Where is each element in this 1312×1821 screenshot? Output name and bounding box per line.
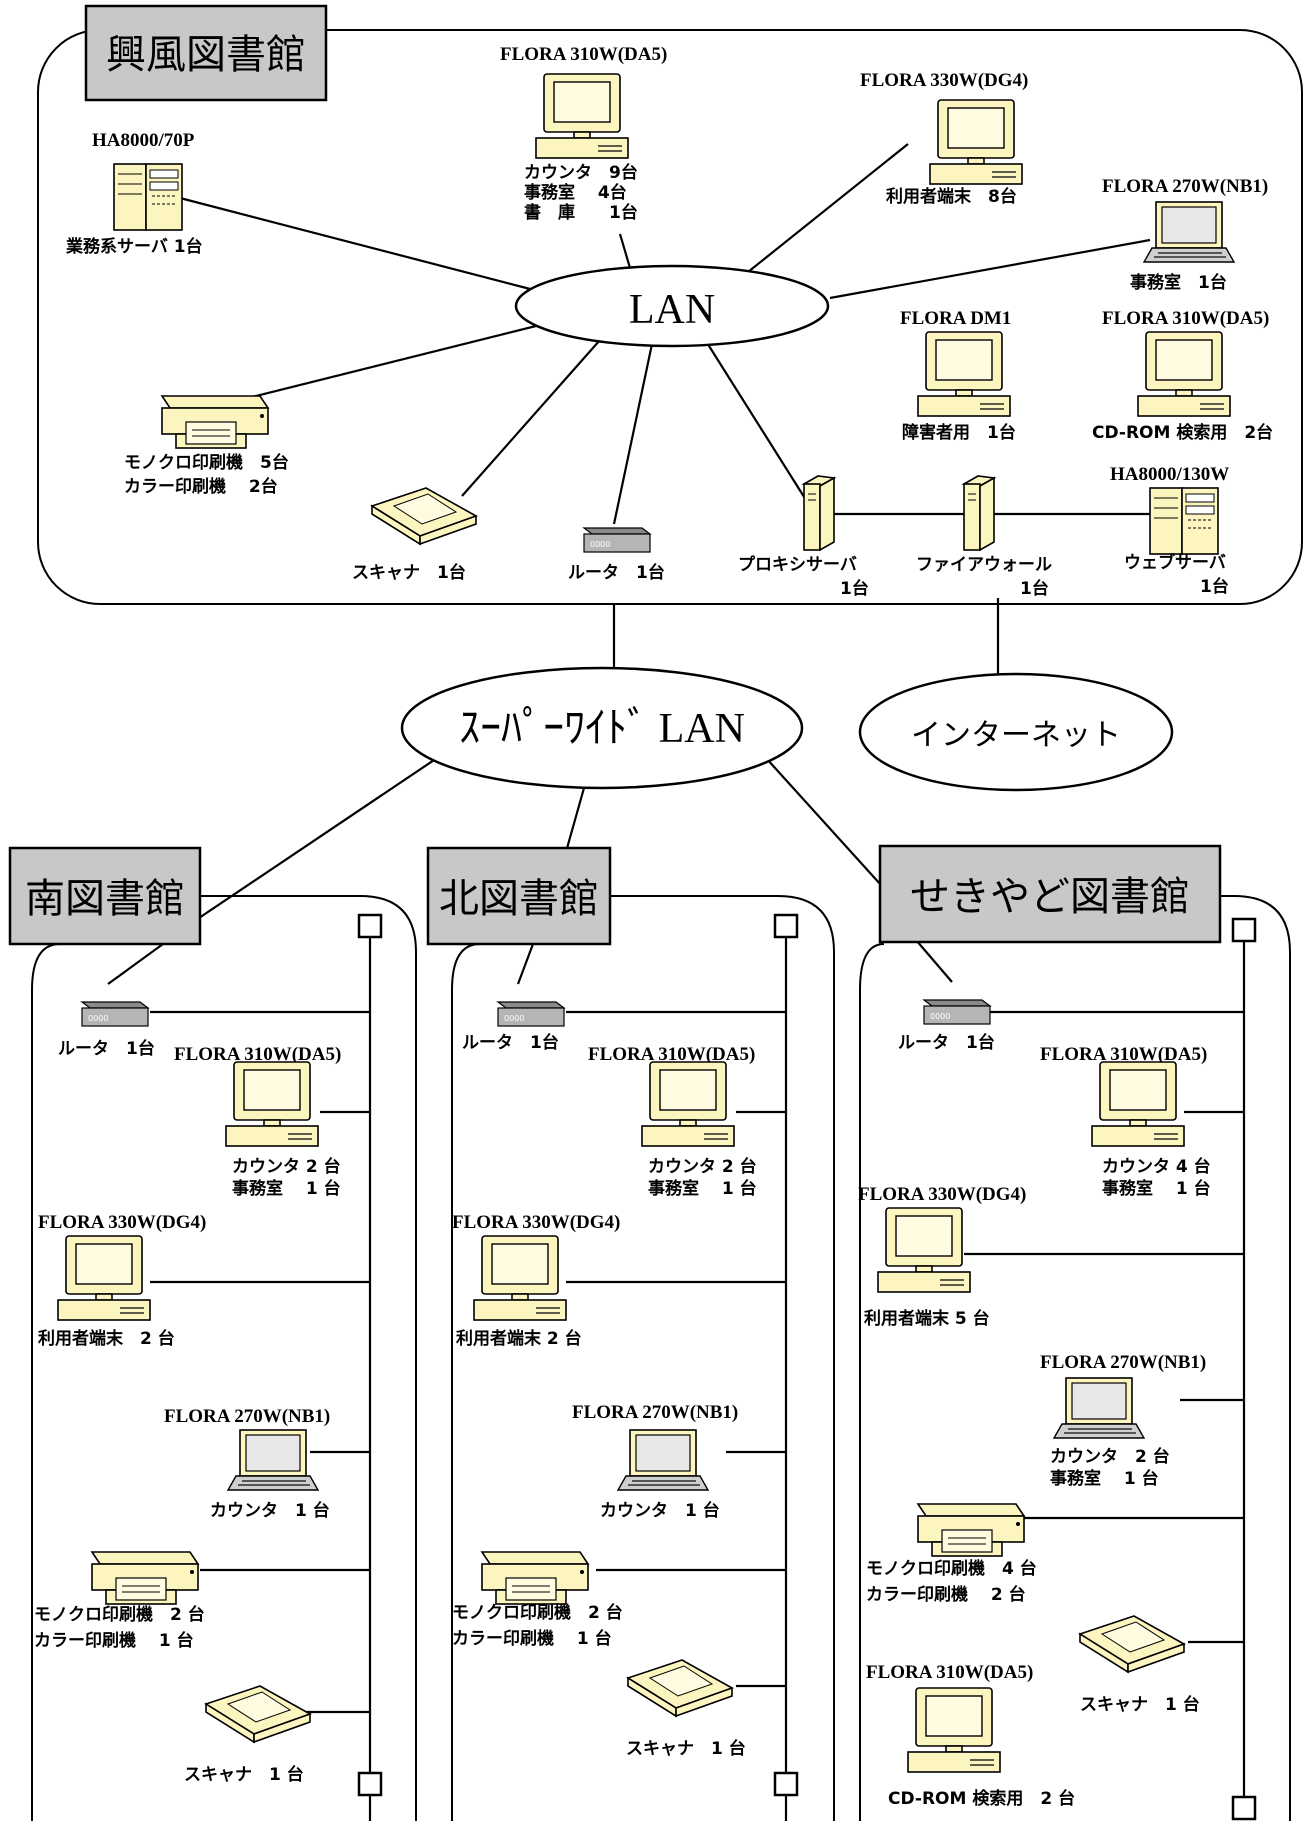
sekiyado-nb1-line2: 事務室 1 台 <box>1050 1468 1159 1489</box>
sekiyado-title: せきやど図書館 <box>910 874 1190 920</box>
kita-nb1-model: FLORA 270W(NB1) <box>572 1402 738 1423</box>
minami-scanner-label: スキャナ 1 台 <box>184 1764 304 1785</box>
kofu-web-line2: 1台 <box>1200 576 1229 597</box>
kita-nb1-label: カウンタ 1 台 <box>600 1500 720 1521</box>
kofu-dg4-label: 利用者端末 8台 <box>886 186 1017 207</box>
kofu-library: 興風図書館 LAN HA8000/70P 業務系サーバ 1台 FLORA 310… <box>37 4 1303 605</box>
sekiyado-nb1-model: FLORA 270W(NB1) <box>1040 1352 1206 1373</box>
kofu-dm1-label: 障害者用 1台 <box>902 422 1016 443</box>
sekiyado-da5-line1: カウンタ 4 台 <box>1102 1156 1211 1177</box>
sekiyado-dg4-label: 利用者端末 5 台 <box>864 1308 990 1329</box>
kofu-cdrom-terminals: FLORA 310W(DA5) CD-ROM 検索用 2台 <box>1092 308 1273 443</box>
kofu-dm1-model: FLORA DM1 <box>900 308 1011 329</box>
minami-da5-model: FLORA 310W(DA5) <box>174 1044 341 1065</box>
kofu-router: ルータ 1台 <box>568 527 665 583</box>
minami-title: 南図書館 <box>25 876 185 922</box>
kofu-firewall-line2: 1台 <box>1020 578 1049 599</box>
sekiyado-printer-line2: カラー印刷機 2 台 <box>866 1584 1026 1605</box>
kita-dg4-model: FLORA 330W(DG4) <box>452 1212 620 1233</box>
kita-scanner-label: スキャナ 1 台 <box>626 1738 746 1759</box>
kofu-proxy-line1: プロキシサーバ <box>738 554 857 575</box>
kita-library: 北図書館 ルータ 1台 FLORA 310W(DA5) カウンタ 2 台 事務室… <box>426 846 835 1821</box>
kofu-printer-line1: モノクロ印刷機 5台 <box>124 452 289 473</box>
kofu-office-laptop: FLORA 270W(NB1) 事務室 1台 <box>1102 176 1268 293</box>
kofu-proxy-line2: 1台 <box>840 578 869 599</box>
superwide-lan-label: ｽｰﾊﾟｰﾜｲﾄﾞ LAN <box>459 705 745 752</box>
superwide-lan <box>400 666 804 790</box>
kita-dg4-label: 利用者端末 2 台 <box>456 1328 582 1349</box>
minami-printer-line2: カラー印刷機 1 台 <box>34 1630 194 1651</box>
kofu-cd-model: FLORA 310W(DA5) <box>1102 308 1269 329</box>
minami-da5-line1: カウンタ 2 台 <box>232 1156 341 1177</box>
internet-cloud <box>858 672 1174 792</box>
kofu-dg4-model: FLORA 330W(DG4) <box>860 70 1028 91</box>
kofu-user-terminals: FLORA 330W(DG4) 利用者端末 8台 <box>860 70 1028 207</box>
kofu-scanner-label: スキャナ 1台 <box>352 562 466 583</box>
sekiyado-cd-label: CD-ROM 検索用 2 台 <box>888 1788 1075 1809</box>
sekiyado-nb1-line1: カウンタ 2 台 <box>1050 1446 1170 1467</box>
kofu-nb1-label: 事務室 1台 <box>1130 272 1227 293</box>
kofu-firewall-line1: ファイアウォール <box>916 555 1052 575</box>
kofu-ha70p-label: 業務系サーバ 1台 <box>66 236 203 257</box>
kofu-proxy-server: プロキシサーバ 1台 <box>738 475 869 599</box>
minami-router-label: ルータ 1台 <box>58 1038 155 1059</box>
minami-nb1-label: カウンタ 1 台 <box>210 1500 330 1521</box>
kita-title-box <box>426 846 612 946</box>
sekiyado-da5-model: FLORA 310W(DA5) <box>1040 1044 1207 1065</box>
kofu-title-box <box>84 4 328 102</box>
internet-label: インターネット <box>911 718 1121 753</box>
kofu-web-line1: ウェブサーバ <box>1124 552 1226 573</box>
kofu-counter-terminals: FLORA 310W(DA5) カウンタ 9台 事務室 4台 書 庫 1台 <box>500 44 667 223</box>
sekiyado-cd-model: FLORA 310W(DA5) <box>866 1662 1033 1683</box>
sekiyado-router-label: ルータ 1台 <box>898 1032 995 1053</box>
minami-da5-line2: 事務室 1 台 <box>232 1178 341 1199</box>
minami-library: 南図書館 ルータ 1台 FLORA 310W(DA5) カウンタ 2 台 事務室… <box>8 846 417 1821</box>
kofu-cd-label: CD-ROM 検索用 2台 <box>1092 422 1273 443</box>
minami-nb1-model: FLORA 270W(NB1) <box>164 1406 330 1427</box>
kofu-nb1-model: FLORA 270W(NB1) <box>1102 176 1268 197</box>
kofu-ha70p-model: HA8000/70P <box>92 130 195 151</box>
kita-da5-line1: カウンタ 2 台 <box>648 1156 757 1177</box>
kofu-web-server: HA8000/130W ウェブサーバ 1台 <box>1110 464 1229 597</box>
sekiyado-library: せきやど図書館 ルータ 1台 FLORA 310W(DA5) カウンタ 4 台 … <box>858 844 1291 1821</box>
kita-printer-line2: カラー印刷機 1 台 <box>452 1628 612 1649</box>
minami-dg4-model: FLORA 330W(DG4) <box>38 1212 206 1233</box>
kofu-business-server: HA8000/70P 業務系サーバ 1台 <box>66 130 203 257</box>
sekiyado-printer-line1: モノクロ印刷機 4 台 <box>866 1558 1037 1579</box>
kofu-printers: モノクロ印刷機 5台 カラー印刷機 2台 <box>124 395 289 497</box>
kofu-da5-line3: 書 庫 1台 <box>524 202 638 223</box>
kofu-title: 興風図書館 <box>106 32 306 78</box>
kofu-firewall: ファイアウォール 1台 <box>916 475 1052 599</box>
sekiyado-da5-line2: 事務室 1 台 <box>1102 1178 1211 1199</box>
minami-title-box <box>8 846 202 946</box>
kofu-printer-line2: カラー印刷機 2台 <box>124 476 278 497</box>
kita-da5-model: FLORA 310W(DA5) <box>588 1044 755 1065</box>
kofu-boundary <box>37 29 1303 605</box>
minami-printer-line1: モノクロ印刷機 2 台 <box>34 1604 205 1625</box>
kofu-accessibility-terminal: FLORA DM1 障害者用 1台 <box>900 308 1016 443</box>
kita-title: 北図書館 <box>439 876 599 922</box>
kita-router-label: ルータ 1台 <box>462 1032 559 1053</box>
kofu-lan-hub <box>514 264 830 348</box>
kita-da5-line2: 事務室 1 台 <box>648 1178 757 1199</box>
sekiyado-dg4-model: FLORA 330W(DG4) <box>858 1184 1026 1205</box>
kofu-lan-links <box>179 143 1151 525</box>
kita-printer-line1: モノクロ印刷機 2 台 <box>452 1602 623 1623</box>
wan-links <box>107 598 1000 985</box>
sekiyado-title-box <box>878 844 1222 944</box>
kofu-da5-line1: カウンタ 9台 <box>524 162 638 183</box>
minami-dg4-label: 利用者端末 2 台 <box>38 1328 175 1349</box>
kofu-lan-label: LAN <box>629 287 715 333</box>
sekiyado-scanner-label: スキャナ 1 台 <box>1080 1694 1200 1715</box>
kofu-da5-model: FLORA 310W(DA5) <box>500 44 667 65</box>
kofu-web-model: HA8000/130W <box>1110 464 1229 485</box>
kofu-scanner: スキャナ 1台 <box>352 487 477 583</box>
kofu-router-label: ルータ 1台 <box>568 562 665 583</box>
kofu-da5-line2: 事務室 4台 <box>524 182 627 203</box>
